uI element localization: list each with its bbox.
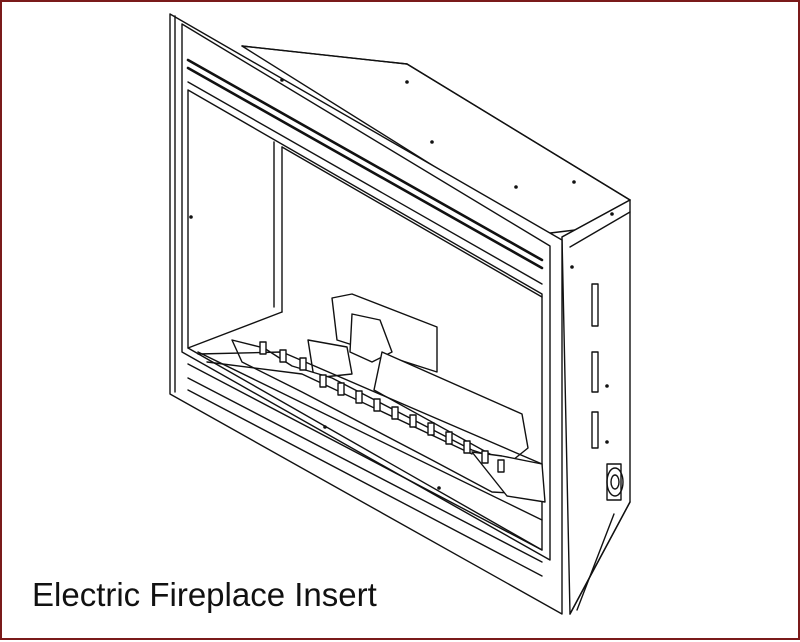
fastener-dots	[189, 78, 614, 490]
grate-teeth	[259, 341, 505, 473]
figure-caption: Electric Fireplace Insert	[32, 576, 377, 613]
base-rails	[187, 351, 543, 577]
housing-side-panel	[561, 199, 631, 615]
firebox-interior	[187, 141, 543, 349]
log-set	[197, 293, 546, 503]
